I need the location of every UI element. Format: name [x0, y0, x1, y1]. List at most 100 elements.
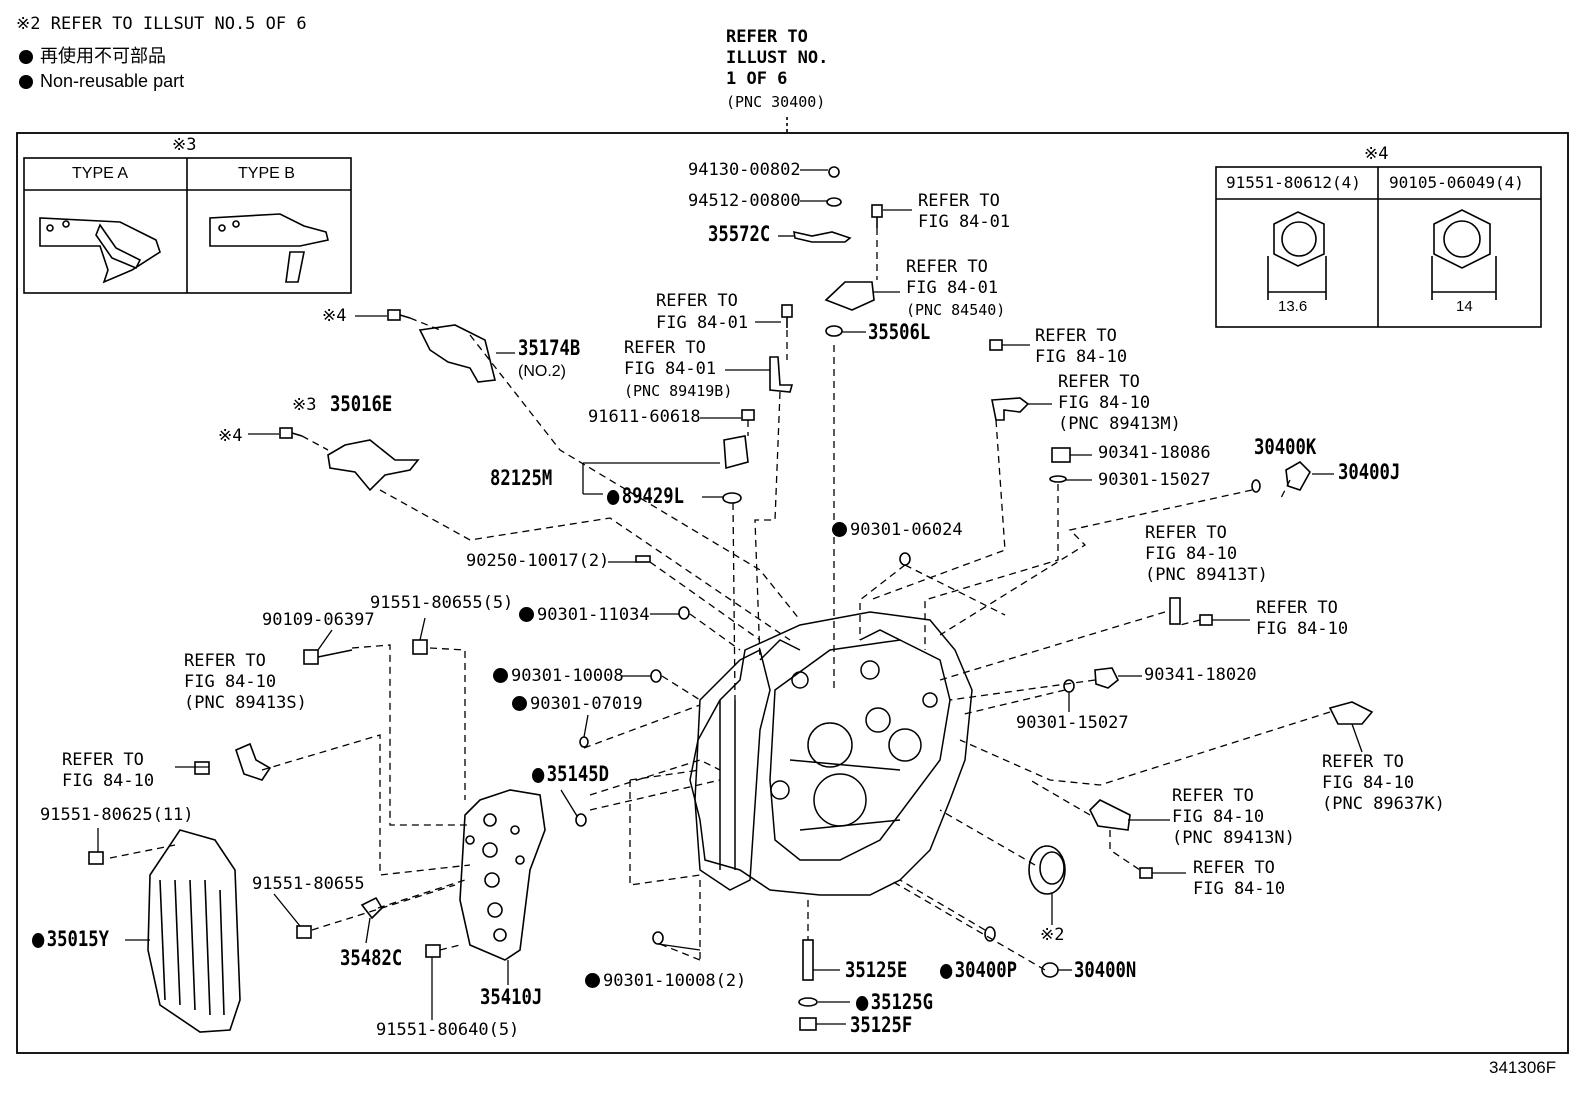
bolt-size-box	[1215, 166, 1542, 328]
non-reusable-dot	[940, 964, 953, 979]
non-reusable-dot	[585, 973, 600, 988]
ref-top-bolt-2: FIG 84-01	[918, 212, 1011, 232]
label-90301-11034-text: 90301-11034	[537, 605, 650, 625]
label-35572c: 35572C	[708, 222, 771, 246]
non-reusable-dot	[532, 768, 545, 783]
ref-right-bolt2-2: FIG 84-10	[1256, 619, 1349, 639]
bracket-35016e	[327, 439, 420, 492]
label-82125m: 82125M	[490, 466, 553, 490]
label-91551-80655: 91551-80655	[252, 874, 365, 894]
ref-89413m-3: (PNC 89413M)	[1058, 414, 1181, 434]
label-90301-10008: 90301-10008	[493, 668, 624, 685]
illustration-number: 341306F	[1489, 1058, 1557, 1077]
label-30400p-text: 30400P	[954, 958, 1017, 982]
label-89429l: 89429L	[607, 486, 684, 507]
ref-89413t-2: FIG 84-10	[1145, 544, 1238, 564]
ref-89413t-3: (PNC 89413T)	[1145, 565, 1268, 585]
label-91611: 91611-60618	[588, 407, 701, 427]
ref-89413s-3: (PNC 89413S)	[184, 693, 307, 713]
ref-89413n-3: (PNC 89413N)	[1172, 828, 1295, 848]
bolt-box-dim1: 13.6	[1278, 298, 1308, 315]
ref-speed-bolt-1: REFER TO	[656, 291, 738, 311]
bolt-box-col2: 90105-06049(4)	[1389, 173, 1524, 192]
leader-lines	[97, 169, 1363, 1025]
label-91551-80625: 91551-80625(11)	[40, 805, 194, 825]
label-30400n: 30400N	[1074, 958, 1137, 982]
type-variant-box	[23, 157, 352, 294]
label-89429l-text: 89429L	[621, 484, 684, 508]
label-35174b-sub: (NO.2)	[518, 363, 566, 380]
label-35410j: 35410J	[480, 985, 543, 1009]
diagram-frame	[16, 132, 1569, 1054]
mark3-b: ※3	[292, 395, 317, 415]
top-ref-line2: ILLUST NO.	[726, 48, 829, 68]
label-90341-18086: 90341-18086	[1098, 443, 1211, 463]
ref-speed-bolt-2: FIG 84-01	[656, 313, 749, 333]
non-reusable-dot	[512, 696, 527, 711]
bolt-box-col1: 91551-80612(4)	[1226, 173, 1361, 192]
ref-89413s-1: REFER TO	[184, 651, 266, 671]
label-94130: 94130-00802	[688, 160, 801, 180]
label-35125f: 35125F	[850, 1013, 913, 1037]
ref-right-bolt2-1: REFER TO	[1256, 598, 1338, 618]
label-35482c: 35482C	[340, 946, 403, 970]
ref-left-bolt-2: FIG 84-10	[62, 771, 155, 791]
control-module	[147, 829, 241, 1033]
type-box-mark: ※3	[172, 135, 197, 155]
mark4-b: ※4	[218, 426, 243, 446]
label-94512: 94512-00800	[688, 191, 801, 211]
top-ref-line3: 1 OF 6	[726, 69, 788, 89]
label-90301-10008-text: 90301-10008	[511, 666, 624, 686]
transmission-case	[689, 611, 973, 896]
non-reusable-dot	[832, 522, 847, 537]
non-reusable-dot	[493, 668, 508, 683]
ref-speed-sensor-3: (PNC 89419B)	[624, 382, 733, 400]
ref-right-bolt-1: REFER TO	[1035, 326, 1117, 346]
ref-sensor-top-3: (PNC 84540)	[906, 301, 1006, 319]
type-b-label: TYPE B	[238, 165, 295, 182]
ref-89413n-1: REFER TO	[1172, 786, 1254, 806]
ref-89413m-2: FIG 84-10	[1058, 393, 1151, 413]
label-35125e: 35125E	[845, 958, 908, 982]
bolt-box-dim2: 14	[1456, 298, 1473, 315]
oil-seal	[1028, 845, 1066, 895]
legend-jp-text: 再使用不可部品	[40, 46, 166, 66]
ref-89413s-2: FIG 84-10	[184, 672, 277, 692]
ref-89413n-2: FIG 84-10	[1172, 807, 1265, 827]
ref-89637k-1: REFER TO	[1322, 752, 1404, 772]
label-35174b: 35174B	[518, 336, 581, 360]
bracket-35174b	[418, 324, 496, 383]
label-35506l: 35506L	[868, 320, 931, 344]
ref-89413m-1: REFER TO	[1058, 372, 1140, 392]
label-90301-15027a: 90301-15027	[1098, 470, 1211, 490]
note-ref-text: ※2 REFER TO ILLSUT NO.5 OF 6	[16, 14, 307, 34]
mark2-label: ※2	[1040, 925, 1065, 945]
label-91551-80655-5: 91551-80655(5)	[370, 593, 514, 613]
label-35125g: 35125G	[856, 992, 933, 1013]
non-reusable-dot	[519, 607, 534, 622]
ref-left-bolt-1: REFER TO	[62, 750, 144, 770]
label-90301-06024-text: 90301-06024	[850, 520, 963, 540]
legend-en-text: Non-reusable part	[40, 71, 185, 91]
label-90301-07019: 90301-07019	[512, 696, 643, 713]
non-reusable-dot	[32, 933, 45, 948]
top-ref-line1: REFER TO	[726, 27, 808, 47]
ref-89637k-2: FIG 84-10	[1322, 773, 1415, 793]
ref-speed-sensor-2: FIG 84-01	[624, 359, 717, 379]
type-a-label: TYPE A	[72, 165, 129, 182]
label-35016e: 35016E	[330, 392, 393, 416]
label-90301-10008-2: 90301-10008(2)	[585, 973, 746, 990]
small-parts	[88, 166, 1374, 1031]
valve-body	[459, 789, 546, 961]
non-reusable-dot	[607, 490, 620, 505]
ref-right-bolt-2: FIG 84-10	[1035, 347, 1128, 367]
label-35145d-text: 35145D	[546, 762, 609, 786]
label-90301-10008-2-text: 90301-10008(2)	[603, 971, 747, 991]
bolt-box-mark: ※4	[1364, 144, 1389, 164]
label-90301-11034: 90301-11034	[519, 607, 650, 624]
non-reusable-dot	[856, 996, 869, 1011]
ref-sensor-top-1: REFER TO	[906, 257, 988, 277]
label-35125g-text: 35125G	[870, 990, 933, 1014]
label-90301-07019-text: 90301-07019	[530, 694, 643, 714]
label-90301-15027b: 90301-15027	[1016, 713, 1129, 733]
